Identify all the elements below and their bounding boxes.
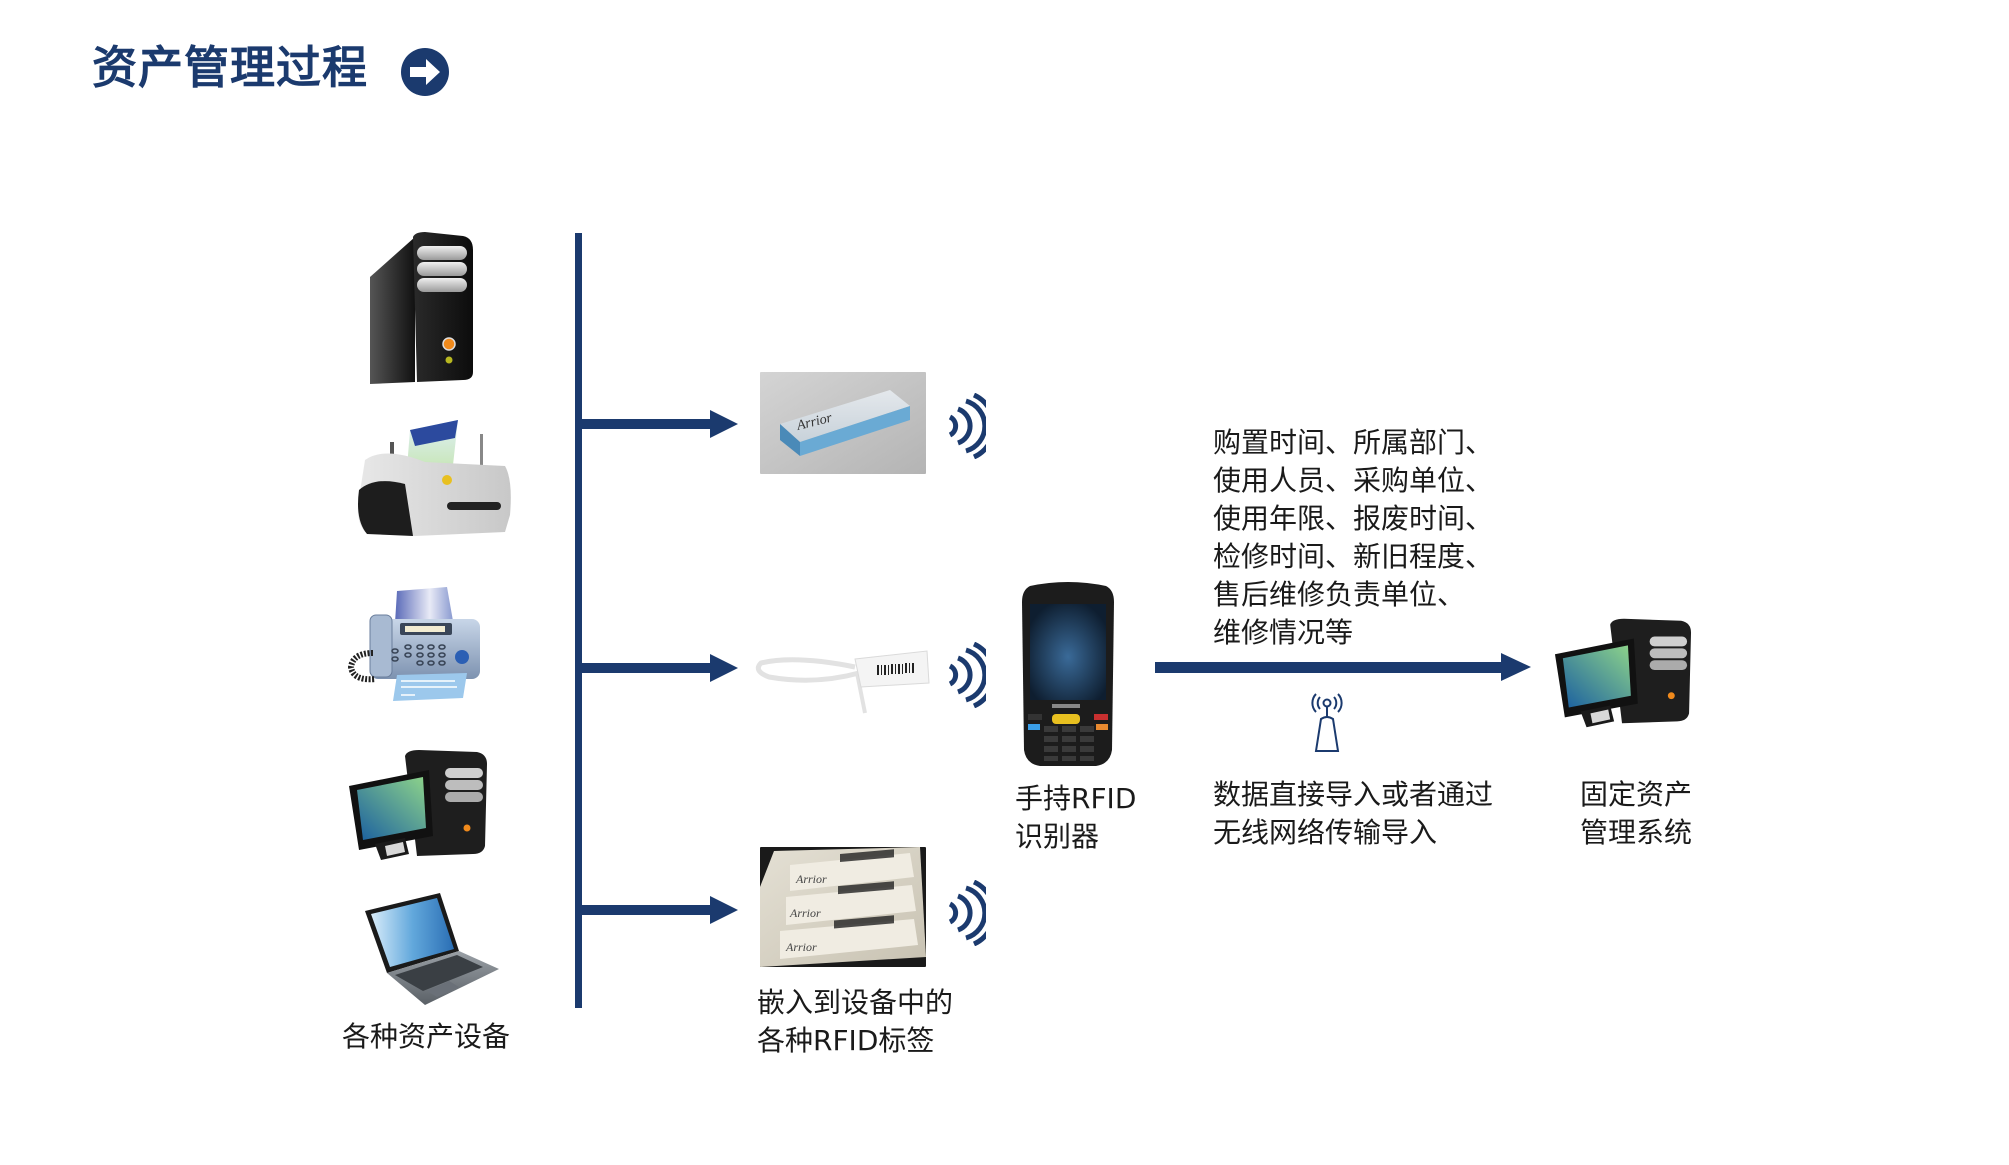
fax-machine-icon (347, 587, 480, 701)
rfid-label-roll-icon: Arrior Arrior Arrior (760, 847, 926, 967)
asset-info-line: 使用人员、采购单位、 (1213, 464, 1494, 497)
asset-info-line: 维修情况等 (1213, 616, 1354, 649)
transfer-caption-line-1: 数据直接导入或者通过 (1213, 778, 1494, 811)
transfer-caption-line-2: 无线网络传输导入 (1213, 816, 1438, 849)
tags-caption-line-2: 各种RFID标签 (757, 1024, 935, 1057)
transfer-arrow (1155, 653, 1531, 681)
tag-brand: Arrior (795, 872, 827, 886)
rfid-signal-icon (948, 880, 986, 946)
arrow-to-tag-1 (578, 410, 738, 438)
handheld-rfid-reader-icon (1022, 582, 1114, 766)
desktop-computer-icon (349, 750, 487, 860)
system-caption-line-2: 管理系统 (1580, 816, 1693, 849)
reader-caption: 手持RFID 识别器 (1015, 780, 1136, 856)
tag-brand: Arrior (789, 906, 821, 920)
laptop-icon (365, 893, 499, 1005)
management-system-computer-icon (1554, 618, 1692, 728)
system-caption-line-1: 固定资产 (1580, 778, 1693, 811)
wireless-tower-icon (1311, 693, 1343, 752)
cable-tie-rfid-tag-icon (755, 650, 930, 714)
reader-caption-line-2: 识别器 (1015, 820, 1100, 853)
arrow-circle-right-icon (401, 48, 449, 96)
asset-info-line: 检修时间、新旧程度、 (1213, 540, 1494, 573)
system-caption: 固定资产 管理系统 (1580, 776, 1692, 852)
page-title: 资产管理过程 (92, 41, 369, 94)
printer-icon (357, 420, 511, 536)
transfer-caption: 数据直接导入或者通过 无线网络传输导入 (1213, 776, 1493, 852)
assets-caption: 各种资产设备 (342, 1020, 511, 1053)
asset-info-line: 售后维修负责单位、 (1213, 578, 1466, 611)
bus-line (575, 233, 582, 1008)
arrow-to-tag-2 (578, 654, 738, 682)
rfid-signal-icon (948, 642, 986, 708)
tags-caption-line-1: 嵌入到设备中的 (757, 986, 954, 1019)
asset-info-list: 购置时间、所属部门、 使用人员、采购单位、 使用年限、报废时间、 检修时间、新旧… (1213, 424, 1493, 652)
asset-info-line: 购置时间、所属部门、 (1213, 426, 1494, 459)
arrow-to-tag-3 (578, 896, 738, 924)
rfid-signal-icon (948, 393, 986, 459)
asset-info-line: 使用年限、报废时间、 (1213, 502, 1494, 535)
tags-caption: 嵌入到设备中的 各种RFID标签 (757, 984, 953, 1060)
hard-rfid-tag-icon: Arrior (760, 372, 926, 474)
server-tower-icon (370, 232, 473, 384)
reader-caption-line-1: 手持RFID (1015, 782, 1137, 815)
tag-brand: Arrior (785, 940, 817, 954)
